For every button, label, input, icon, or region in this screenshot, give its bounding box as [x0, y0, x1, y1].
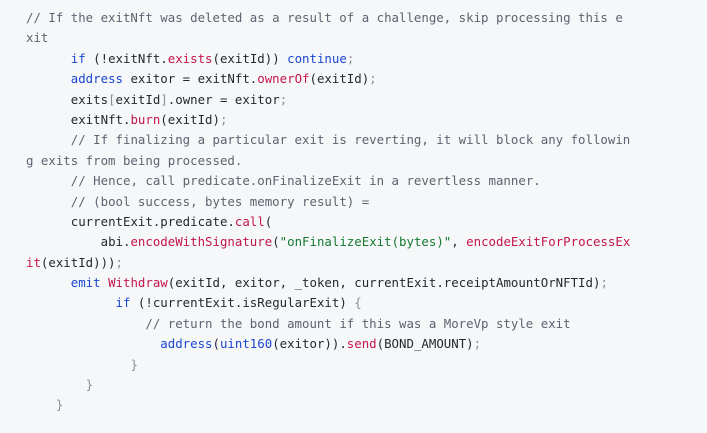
code-string: "onFinalizeExit(bytes)": [279, 234, 452, 250]
code-comment: // If finalizing a particular exit is re…: [70, 132, 631, 148]
code-indent: [26, 336, 160, 351]
code-function: exists: [167, 50, 213, 66]
code-line: }: [26, 375, 630, 395]
code-line: // Hence, call predicate.onFinalizeExit …: [26, 171, 630, 191]
code-indent: [26, 112, 71, 127]
code-line: exitNft.burn(exitId);: [26, 110, 630, 130]
code-text: exitor = exitNft.: [122, 71, 258, 87]
code-function: it: [26, 254, 41, 270]
code-punctuation: {: [354, 295, 362, 311]
code-keyword: uint160: [219, 336, 273, 352]
code-punctuation: }: [85, 377, 94, 393]
code-text: ,: [451, 234, 467, 250]
code-indent: [26, 377, 86, 392]
code-text: (: [212, 336, 220, 352]
code-function: send: [346, 336, 377, 352]
code-comment: g exits from being processed.: [26, 152, 243, 168]
code-text: (!exitNft.: [85, 50, 168, 66]
code-punctuation: ;: [473, 336, 482, 352]
code-text: abi.: [100, 234, 131, 250]
code-indent: [26, 214, 71, 229]
code-text: .owner = exitor: [167, 91, 280, 107]
code-function: Withdraw: [108, 275, 168, 291]
code-indent: [26, 295, 116, 310]
code-indent: [26, 275, 71, 290]
code-line: xit: [26, 28, 630, 48]
code-line: emit Withdraw(exitId, exitor, _token, cu…: [26, 273, 630, 293]
code-text: exitId: [115, 91, 161, 107]
code-indent: [26, 397, 56, 412]
code-line: // (bool success, bytes memory result) =: [26, 192, 630, 212]
code-line: if (!currentExit.isRegularExit) {: [26, 293, 630, 313]
code-comment: // If the exitNft was deleted as a resul…: [26, 10, 623, 25]
code-indent: [26, 92, 71, 107]
code-line: address(uint160(exitor)).send(BOND_AMOUN…: [26, 334, 630, 354]
code-punctuation: ;: [115, 254, 123, 270]
code-punctuation: ;: [369, 71, 377, 87]
code-text: (exitId, exitor, _token, currentExit.rec…: [167, 275, 601, 291]
code-text: (BOND_AMOUNT): [376, 336, 474, 352]
code-block[interactable]: // If the exitNft was deleted as a resul…: [26, 8, 630, 416]
code-text: (exitId): [160, 111, 220, 127]
code-function: burn: [130, 111, 161, 127]
code-function: call: [234, 213, 265, 229]
code-text: (!currentExit.isRegularExit): [130, 295, 355, 311]
code-keyword: address: [160, 336, 213, 352]
code-function: ownerOf: [257, 71, 310, 87]
code-punctuation: ;: [219, 111, 228, 127]
code-line: // If the exitNft was deleted as a resul…: [26, 8, 630, 28]
code-line: exits[exitId].owner = exitor;: [26, 90, 630, 110]
code-text: exitNft.: [70, 111, 131, 127]
code-text: [101, 275, 108, 290]
code-line: // return the bond amount if this was a …: [26, 314, 630, 334]
code-indent: [26, 51, 71, 66]
code-line: g exits from being processed.: [26, 151, 630, 171]
code-punctuation: ]: [160, 91, 168, 107]
code-indent: [26, 71, 71, 86]
code-punctuation: ;: [600, 275, 608, 291]
code-indent: [26, 132, 71, 147]
code-indent: [26, 357, 130, 372]
code-comment: // return the bond amount if this was a …: [145, 315, 571, 331]
code-line: if (!exitNft.exists(exitId)) continue;: [26, 49, 630, 69]
code-keyword: emit: [70, 275, 101, 291]
code-text: currentExit.predicate.: [70, 213, 235, 229]
code-punctuation: [: [108, 91, 116, 107]
code-keyword: if: [70, 50, 86, 66]
code-indent: [26, 194, 71, 209]
code-line: abi.encodeWithSignature("onFinalizeExit(…: [26, 232, 631, 252]
code-text: (: [264, 213, 273, 229]
code-line: address exitor = exitNft.ownerOf(exitId)…: [26, 69, 630, 89]
code-line: }: [26, 355, 630, 375]
code-text: (exitId))): [40, 254, 116, 270]
code-text: exits: [70, 91, 109, 107]
code-keyword: continue: [287, 50, 347, 66]
code-punctuation: ;: [279, 91, 288, 107]
code-text: (: [272, 234, 280, 250]
code-punctuation: }: [55, 397, 64, 413]
code-indent: [26, 173, 71, 188]
code-line: it(exitId)));: [26, 253, 630, 273]
code-indent: [26, 234, 101, 249]
code-comment: // (bool success, bytes memory result) =: [70, 193, 370, 209]
code-function: encodeWithSignature: [130, 234, 273, 250]
code-keyword: address: [70, 71, 123, 87]
code-function: encodeExitForProcessEx: [466, 234, 631, 250]
code-text: (exitId)): [212, 50, 288, 66]
code-line: // If finalizing a particular exit is re…: [26, 130, 631, 150]
code-comment: // Hence, call predicate.onFinalizeExit …: [70, 173, 541, 189]
code-keyword: if: [115, 295, 131, 311]
code-line: currentExit.predicate.call(: [26, 212, 630, 232]
code-punctuation: }: [130, 356, 138, 372]
code-indent: [26, 316, 145, 331]
code-text: (exitId): [309, 71, 370, 87]
code-punctuation: ;: [346, 50, 355, 66]
code-line: }: [26, 395, 630, 415]
code-text: (exitor)).: [272, 336, 347, 352]
code-comment: xit: [26, 30, 49, 46]
